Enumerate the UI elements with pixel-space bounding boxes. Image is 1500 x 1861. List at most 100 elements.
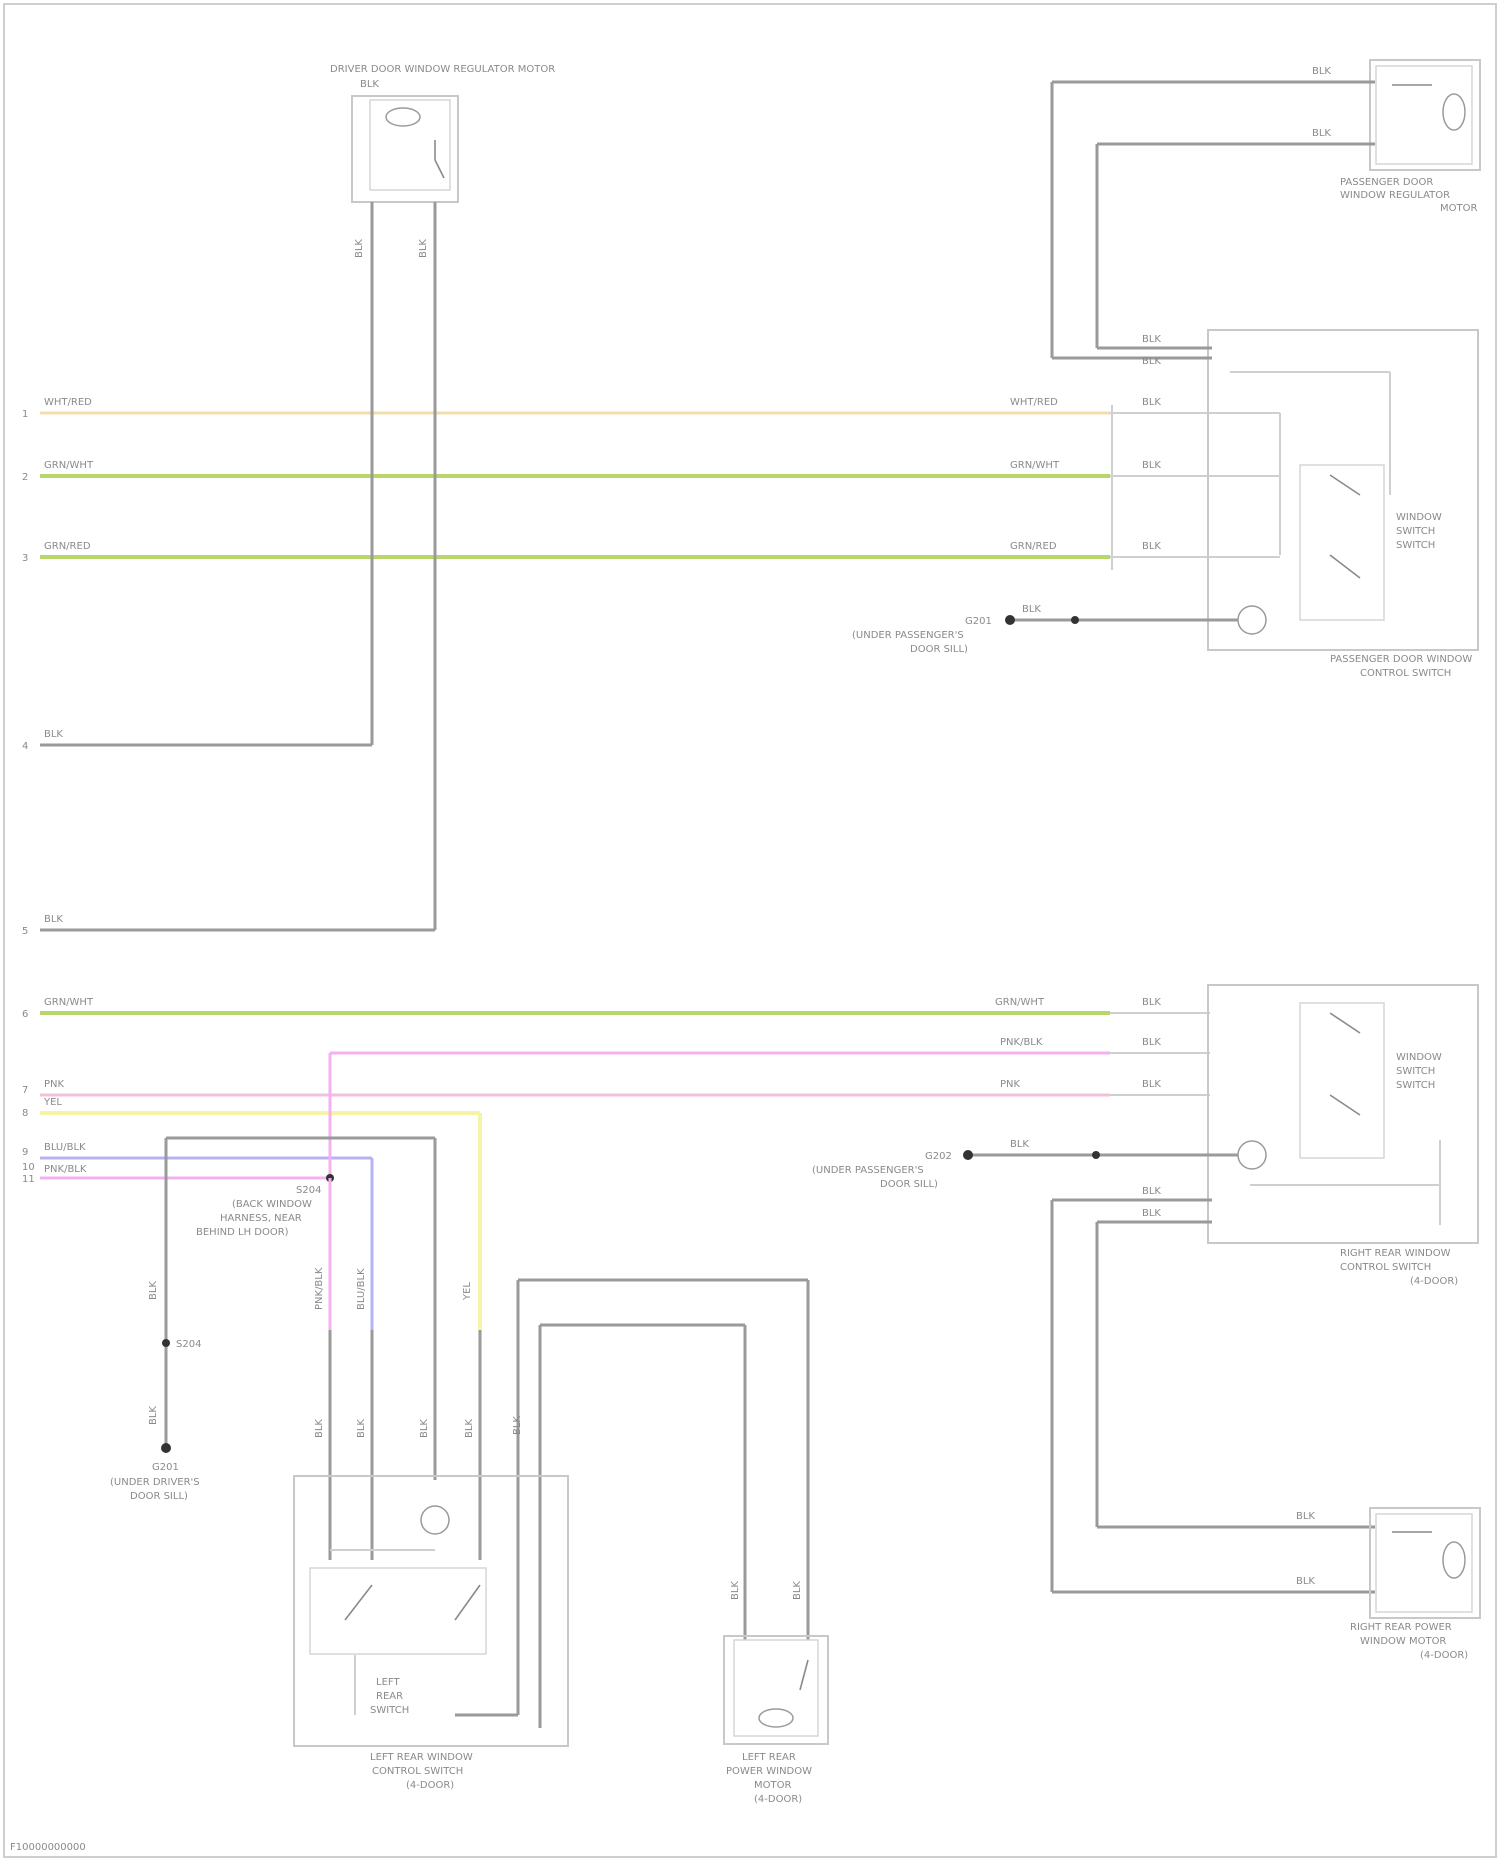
ps-inner-3: SWITCH xyxy=(1396,540,1435,551)
splice-line-1: S204 xyxy=(296,1185,321,1196)
label-yel-low-l: YEL xyxy=(43,1097,62,1108)
left-ground-loc-1: (UNDER DRIVER'S xyxy=(110,1477,200,1488)
label-pnk-blk-drop: PNK/BLK xyxy=(314,1267,325,1310)
terminal-5: 5 xyxy=(22,926,28,937)
right-ground: BLK G202 (UNDER PASSENGER'S DOOR SILL) xyxy=(812,1139,1238,1190)
right-switch-title-1: RIGHT REAR WINDOW xyxy=(1340,1248,1451,1259)
right-rear-window-switch: WINDOW SWITCH SWITCH RIGHT REAR WINDOW C… xyxy=(1208,985,1478,1287)
label-blk-lm-a: BLK xyxy=(730,1581,741,1600)
label-blk-ps-a: BLK xyxy=(1142,334,1161,345)
label-wht-red-right: WHT/RED xyxy=(1010,397,1058,408)
ls-inner-3: SWITCH xyxy=(370,1705,409,1716)
left-motor-title-2: POWER WINDOW xyxy=(726,1766,812,1777)
motor-icon xyxy=(759,1709,793,1727)
top-bus-wires: WHT/RED GRN/WHT GRN/RED WHT/RED GRN/WHT … xyxy=(40,397,1280,570)
label-grn-red-left: GRN/RED xyxy=(44,541,91,552)
label-grn-wht-low-l: GRN/WHT xyxy=(44,997,94,1008)
label-blk-rm-c: BLK xyxy=(1296,1511,1315,1522)
left-rear-window-switch: LEFT REAR SWITCH LEFT REAR WINDOW CONTRO… xyxy=(294,1476,568,1791)
terminal-11: 11 xyxy=(22,1174,35,1185)
motor-icon xyxy=(1238,1141,1266,1169)
label-blk-drop-b: BLK xyxy=(356,1419,367,1438)
driver-motor-subtitle: BLK xyxy=(360,79,379,90)
label-blk-lm-c: BLK xyxy=(512,1416,523,1435)
pass-motor-title-2: WINDOW REGULATOR xyxy=(1340,190,1450,201)
left-ground-id: G201 xyxy=(152,1462,179,1473)
label-blk-lg-b: BLK xyxy=(148,1406,159,1425)
terminal-9: 9 xyxy=(22,1147,28,1158)
rs-inner-3: SWITCH xyxy=(1396,1080,1435,1091)
label-blk-lm-b: BLK xyxy=(792,1581,803,1600)
label-blk-driver-a: BLK xyxy=(44,729,63,740)
ls-inner-1: LEFT xyxy=(376,1677,400,1688)
motor-icon xyxy=(421,1506,449,1534)
label-blu-blk-drop: BLU/BLK xyxy=(356,1268,367,1310)
right-switch-title-2: CONTROL SWITCH xyxy=(1340,1262,1431,1273)
label-pnk-low-r: PNK xyxy=(1000,1079,1021,1090)
left-ground-loc-2: DOOR SILL) xyxy=(130,1491,188,1502)
label-blk-rm-d: BLK xyxy=(1296,1576,1315,1587)
terminal-3: 3 xyxy=(22,553,28,564)
label-pnk-low-l: PNK xyxy=(44,1079,65,1090)
motor-icon xyxy=(1443,1542,1465,1578)
terminal-7: 7 xyxy=(22,1085,28,1096)
right-ground-loc-2: DOOR SILL) xyxy=(880,1179,938,1190)
left-switch-title-2: CONTROL SWITCH xyxy=(372,1766,463,1777)
label-blk-rs-a: BLK xyxy=(1142,997,1161,1008)
label-blk-pg: BLK xyxy=(1022,604,1041,615)
left-rear-motor: LEFT REAR POWER WINDOW MOTOR (4-DOOR) xyxy=(724,1636,828,1805)
terminal-10: 10 xyxy=(22,1162,35,1173)
ls-inner-2: REAR xyxy=(376,1691,403,1702)
terminal-2: 2 xyxy=(22,472,28,483)
label-pass-motor-a: BLK xyxy=(1312,66,1331,77)
label-blk-drop-a: BLK xyxy=(314,1419,325,1438)
pass-switch-title-1: PASSENGER DOOR WINDOW xyxy=(1330,654,1472,665)
label-blk-driver-b: BLK xyxy=(44,914,63,925)
right-rear-motor-wires: BLK BLK BLK BLK xyxy=(1052,1186,1375,1592)
pass-motor-title-3: MOTOR xyxy=(1440,203,1477,214)
label-blk-rm-a: BLK xyxy=(1142,1186,1161,1197)
rs-inner-2: SWITCH xyxy=(1396,1066,1435,1077)
right-motor-title-2: WINDOW MOTOR xyxy=(1360,1636,1446,1647)
terminal-1: 1 xyxy=(22,409,28,420)
motor-icon xyxy=(1238,606,1266,634)
label-blk-ps-b: BLK xyxy=(1142,356,1161,367)
label-pass-motor-b: BLK xyxy=(1312,128,1331,139)
left-motor-title-3: MOTOR xyxy=(754,1780,791,1791)
pass-motor-title-1: PASSENGER DOOR xyxy=(1340,177,1433,188)
figure-id: F10000000000 xyxy=(10,1842,86,1853)
label-wht-red-left: WHT/RED xyxy=(44,397,92,408)
label-grn-red-right: GRN/RED xyxy=(1010,541,1057,552)
right-motor-title-3: (4-DOOR) xyxy=(1420,1650,1468,1661)
right-switch-title-3: (4-DOOR) xyxy=(1410,1276,1458,1287)
right-ground-loc-1: (UNDER PASSENGER'S xyxy=(812,1165,924,1176)
label-blk-a: BLK xyxy=(1142,397,1161,408)
driver-feed-wires: BLK BLK xyxy=(40,729,435,930)
motor-icon xyxy=(1443,94,1465,130)
splice-line-2: (BACK WINDOW xyxy=(232,1199,312,1210)
label-blk-rg: BLK xyxy=(1010,1139,1029,1150)
label-blk-c: BLK xyxy=(1142,541,1161,552)
left-motor-title-1: LEFT REAR xyxy=(742,1752,796,1763)
label-driver-wire-b: BLK xyxy=(418,239,429,258)
label-pnk-blk-low-r: PNK/BLK xyxy=(1000,1037,1043,1048)
left-switch-title-3: (4-DOOR) xyxy=(406,1780,454,1791)
lower-bus-wires: GRN/WHT PNK YEL BLU/BLK PNK/BLK GRN/WHT … xyxy=(40,997,1210,1178)
terminal-4: 4 xyxy=(22,741,28,752)
pass-ground-loc-2: DOOR SILL) xyxy=(910,644,968,655)
ps-inner-1: WINDOW xyxy=(1396,512,1442,523)
label-blk-rs-b: BLK xyxy=(1142,1037,1161,1048)
right-motor-title-1: RIGHT REAR POWER xyxy=(1350,1622,1452,1633)
terminal-6: 6 xyxy=(22,1009,28,1020)
label-driver-wire-a: BLK xyxy=(354,239,365,258)
rs-inner-1: WINDOW xyxy=(1396,1052,1442,1063)
splice-line-4: BEHIND LH DOOR) xyxy=(196,1227,289,1238)
label-yel-drop: YEL xyxy=(462,1282,473,1301)
pass-ground-loc-1: (UNDER PASSENGER'S xyxy=(852,630,964,641)
driver-motor-title: DRIVER DOOR WINDOW REGULATOR MOTOR xyxy=(330,64,555,75)
ps-inner-2: SWITCH xyxy=(1396,526,1435,537)
right-rear-motor: RIGHT REAR POWER WINDOW MOTOR (4-DOOR) xyxy=(1350,1508,1480,1661)
pass-ground-id: G201 xyxy=(965,616,992,627)
motor-icon xyxy=(386,108,420,126)
